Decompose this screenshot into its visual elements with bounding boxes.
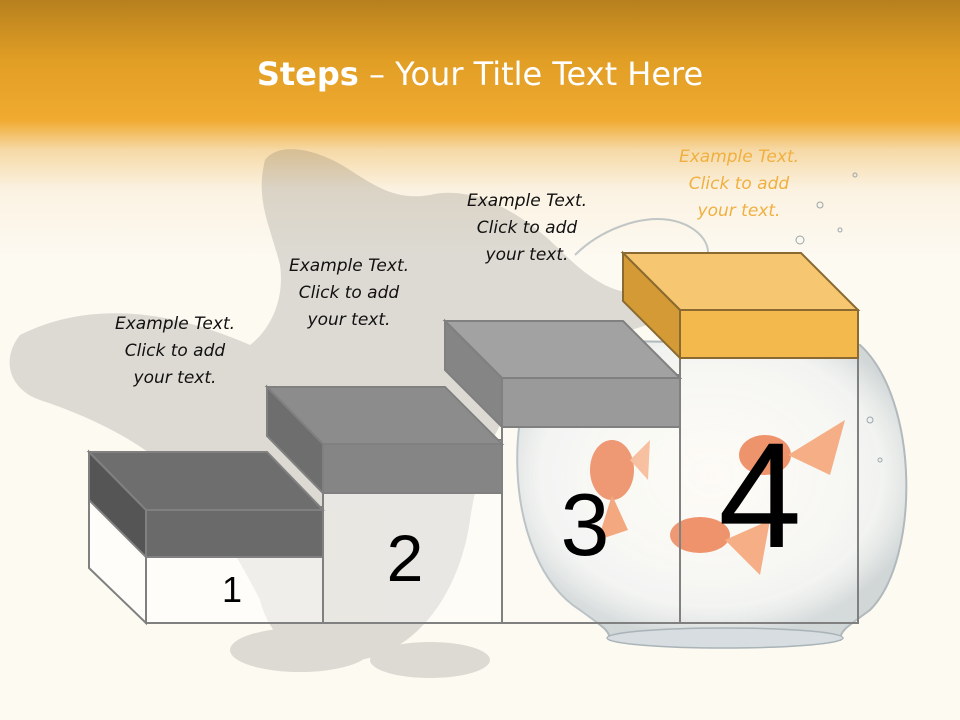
goldfish-1 bbox=[590, 440, 650, 540]
step-2-caption-line: Example Text. bbox=[288, 256, 410, 276]
step-4-block[interactable] bbox=[620, 250, 861, 361]
step-1-caption[interactable]: Example Text. Click to add your text. bbox=[80, 311, 270, 392]
step-3-block[interactable] bbox=[442, 318, 683, 430]
step-4-number: 4 bbox=[718, 411, 802, 579]
step-2-number: 2 bbox=[386, 521, 424, 595]
title-rest: – Your Title Text Here bbox=[358, 55, 704, 93]
step-3-caption[interactable]: Example Text. Click to add your text. bbox=[432, 188, 622, 269]
step-2-caption-line: Click to add bbox=[298, 283, 400, 303]
step-2-caption-line: your text. bbox=[307, 310, 391, 330]
step-4-caption-line: Click to add bbox=[688, 174, 790, 194]
goldfish-3 bbox=[670, 517, 770, 575]
step-3-caption-line: your text. bbox=[485, 245, 569, 265]
step-3-caption-line: Click to add bbox=[476, 218, 578, 238]
step-3-caption-line: Example Text. bbox=[466, 191, 588, 211]
goldfish-2 bbox=[739, 420, 845, 475]
step-2-caption[interactable]: Example Text. Click to add your text. bbox=[254, 253, 444, 334]
step-1-caption-line: your text. bbox=[133, 368, 217, 388]
slide-title[interactable]: Steps – Your Title Text Here bbox=[0, 52, 960, 96]
step-1-block[interactable] bbox=[86, 449, 326, 560]
step-1-caption-line: Click to add bbox=[124, 341, 226, 361]
step-4-caption-line: your text. bbox=[697, 201, 781, 221]
step-3-number: 3 bbox=[560, 475, 610, 574]
step-4-caption-line: Example Text. bbox=[678, 147, 800, 167]
step-1-number: 1 bbox=[221, 569, 243, 610]
step-1-caption-line: Example Text. bbox=[114, 314, 236, 334]
step-4-caption[interactable]: Example Text. Click to add your text. bbox=[644, 144, 834, 225]
title-bold: Steps bbox=[256, 55, 359, 93]
